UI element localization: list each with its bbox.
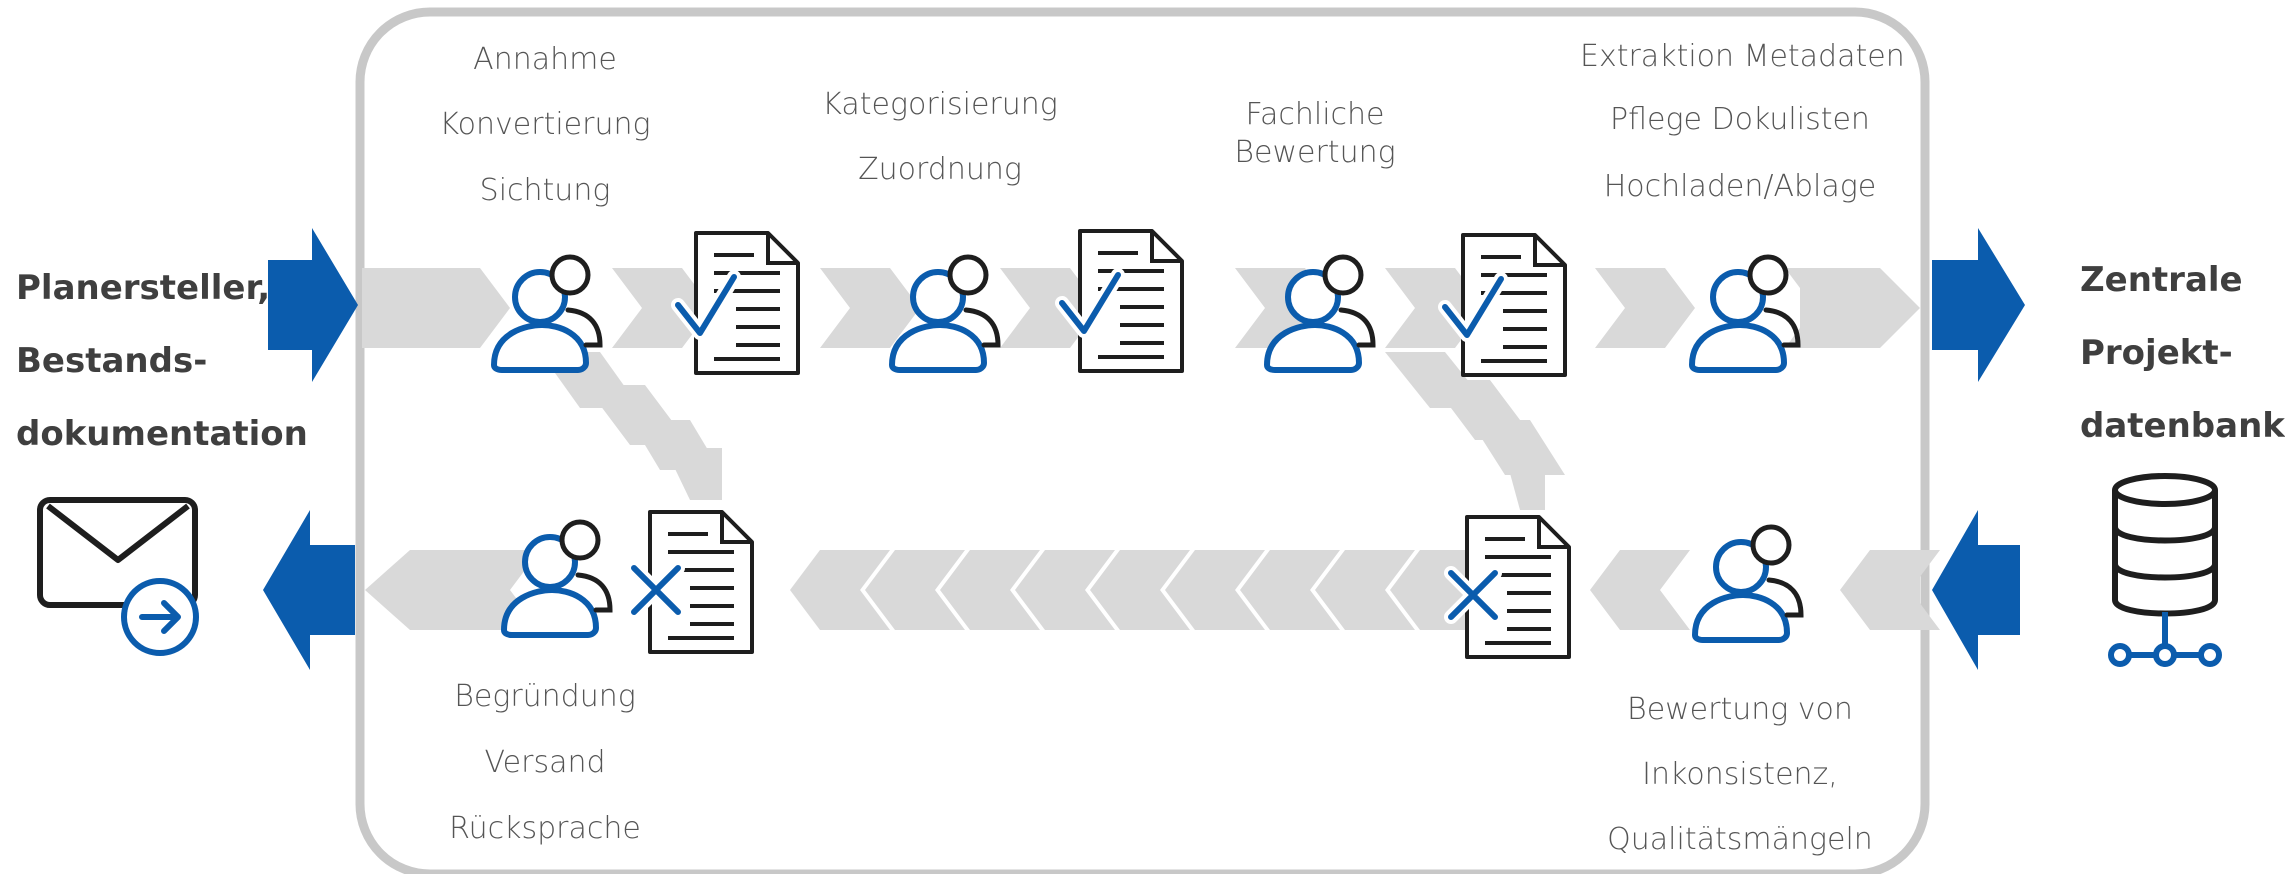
- outgoing-arrow: [1932, 228, 2025, 382]
- step-inconsistency-line-1: Bewertung von: [1627, 692, 1853, 727]
- step-intake-line-3: Sichtung: [479, 173, 611, 208]
- document-reject-icon: [634, 512, 752, 652]
- return-flow-bottom: [365, 550, 1940, 630]
- document-check-icon: [1062, 231, 1182, 371]
- diagonal-flow-right: [1385, 352, 1565, 510]
- step-categorize-line-2: Zuordnung: [858, 152, 1022, 187]
- forward-flow-top: [362, 268, 1920, 348]
- document-check-icon: [678, 233, 798, 373]
- return-in-arrow: [1932, 510, 2020, 670]
- step-reject-line-2: Versand: [484, 745, 606, 780]
- incoming-arrow: [268, 228, 358, 382]
- step-categorize-line-1: Kategorisierung: [822, 87, 1058, 122]
- target-label-line-1: Zentrale: [2080, 260, 2243, 300]
- step-upload-line-3: Hochladen/Ablage: [1603, 169, 1877, 204]
- document-check-icon: [1445, 235, 1565, 375]
- document-reject-icon: [1451, 517, 1569, 657]
- return-out-arrow: [263, 510, 355, 670]
- step-reject-line-3: Rücksprache: [449, 811, 641, 846]
- step-upload-line-1: Extraktion Metadaten: [1580, 39, 1905, 74]
- step-reject-line-1: Begründung: [454, 679, 636, 714]
- step-review-line-1: Fachliche: [1245, 97, 1385, 132]
- target-label-line-3: datenbank: [2080, 406, 2285, 446]
- mail-send-icon: [37, 497, 199, 656]
- step-review-line-2: Bewertung: [1234, 135, 1396, 170]
- source-label-line-3: dokumentation: [16, 414, 308, 454]
- step-upload-line-2: Pflege Dokulisten: [1610, 102, 1870, 137]
- target-label-line-2: Projekt-: [2080, 333, 2233, 373]
- step-inconsistency-line-2: Inkonsistenz,: [1642, 757, 1838, 792]
- database-icon: [2108, 473, 2222, 667]
- step-intake-line-2: Konvertierung: [439, 107, 651, 142]
- source-label-line-1: Planersteller,: [16, 268, 271, 308]
- step-intake-line-1: Annahme: [473, 42, 617, 77]
- source-label-line-2: Bestands-: [16, 341, 208, 381]
- step-inconsistency-line-3: Qualitätsmängeln: [1607, 822, 1873, 857]
